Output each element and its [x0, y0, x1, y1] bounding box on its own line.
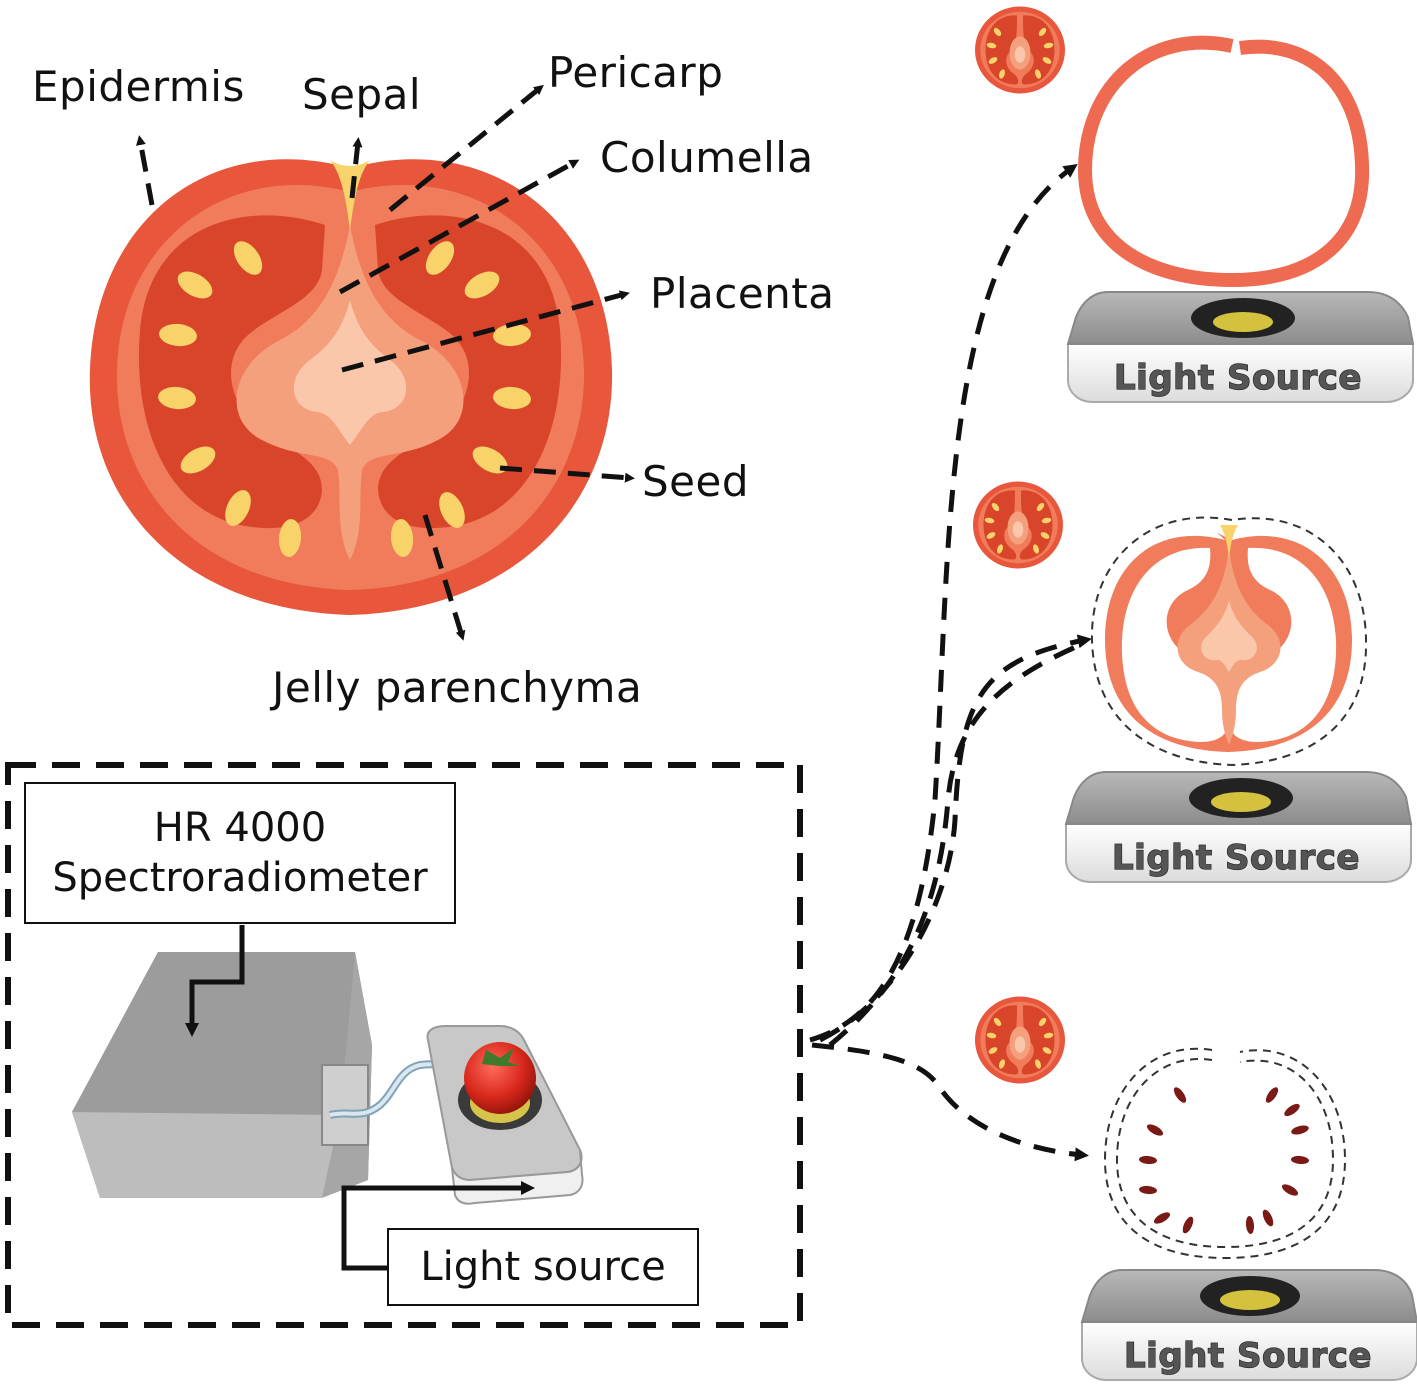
label-columella: Columella — [600, 133, 814, 182]
light-source-platform-1: Light Source — [1066, 291, 1415, 403]
dark-seed — [1173, 1087, 1187, 1103]
label-epidermis: Epidermis — [32, 62, 245, 111]
light-source-platform-3: Light Source — [1080, 1269, 1417, 1381]
seed — [472, 446, 508, 474]
dark-seed — [1265, 1087, 1279, 1103]
anatomy-callouts — [135, 84, 635, 641]
seed — [158, 386, 196, 410]
label-placenta: Placenta — [650, 269, 835, 318]
seed — [425, 241, 455, 275]
seed — [464, 271, 500, 299]
light-source-label-box: Light source — [387, 1228, 699, 1306]
dark-seed — [1153, 1212, 1171, 1224]
tomato-cross-section — [89, 159, 613, 615]
setup-dashed-frame — [5, 762, 803, 1328]
dark-seed — [1146, 1124, 1164, 1136]
seeds-group — [158, 241, 531, 557]
jelly-pointer — [422, 514, 466, 641]
locule-left — [138, 215, 325, 529]
mini-tomato-icon-2 — [973, 481, 1063, 569]
locule-right — [375, 215, 562, 529]
label-seed: Seed — [642, 457, 749, 506]
seed — [177, 271, 213, 299]
dark-seed — [1182, 1216, 1194, 1234]
spectroradiometer-device — [72, 952, 463, 1198]
dark-seed — [1139, 1155, 1157, 1165]
dark-seed — [1291, 1125, 1309, 1135]
light-source-platform-2: Light Source — [1064, 771, 1413, 883]
seed — [493, 386, 531, 410]
inner-tissue-sample — [1090, 516, 1368, 767]
seed-pointer — [499, 465, 635, 483]
label-jelly-parenchyma: Jelly parenchyma — [272, 663, 643, 712]
spectroradiometer-label-box: HR 4000 Spectroradiometer — [24, 782, 456, 924]
platform-label-1: Light Source — [1114, 358, 1362, 398]
label-pericarp: Pericarp — [548, 48, 724, 97]
sepal-pointer — [349, 137, 363, 199]
dark-seed — [1291, 1155, 1309, 1165]
branch-arrow-inner-2 — [828, 642, 1082, 1047]
dark-seed — [1262, 1209, 1274, 1227]
dark-seed — [1139, 1185, 1157, 1195]
placenta — [293, 300, 407, 445]
light-source-pointer — [341, 1181, 535, 1271]
platform-label-2: Light Source — [1112, 838, 1360, 878]
label-sepal: Sepal — [302, 70, 422, 119]
device-pointer — [185, 925, 245, 1037]
seed — [233, 241, 263, 275]
dark-seed — [1281, 1184, 1299, 1196]
seed — [390, 519, 414, 557]
branch-arrow-inner — [818, 634, 1092, 1043]
columella-pointer — [338, 159, 580, 295]
seed-sample — [1103, 1047, 1347, 1260]
pericarp-ring — [1077, 35, 1370, 288]
device-name-line2: Spectroradiometer — [52, 855, 428, 901]
setup-tomato — [464, 1042, 536, 1114]
setup-light-source — [426, 1025, 584, 1205]
dark-seed — [1284, 1103, 1300, 1117]
mini-tomato-icon-1 — [975, 6, 1065, 94]
seed — [493, 323, 531, 347]
branch-arrow-pericarp — [809, 163, 1078, 1043]
seed — [439, 492, 465, 528]
platform-label-3: Light Source — [1124, 1336, 1372, 1376]
seed — [180, 446, 216, 474]
dark-seeds-group — [1139, 1087, 1309, 1234]
placenta-pointer — [341, 290, 630, 373]
dark-seed — [1245, 1216, 1255, 1234]
device-name-line1: HR 4000 — [153, 805, 327, 851]
light-source-label: Light source — [420, 1244, 666, 1290]
seed — [225, 490, 251, 526]
seed — [278, 519, 302, 557]
mini-tomato-icon-3 — [975, 996, 1065, 1084]
epidermis-pointer — [135, 135, 155, 206]
sample-branch-arrows — [809, 163, 1092, 1162]
seed — [159, 323, 197, 347]
